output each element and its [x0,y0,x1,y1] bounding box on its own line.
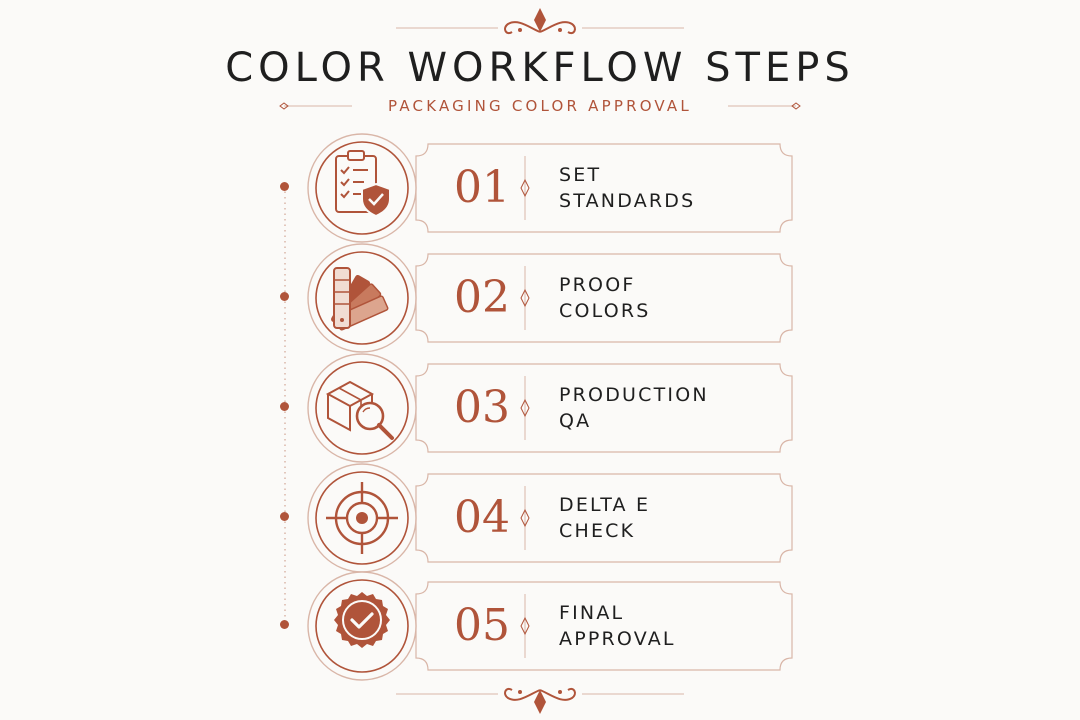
step-number: 04 [454,492,510,543]
timeline-dot-1 [280,182,289,191]
card-frame [415,363,793,453]
step-number: 03 [454,382,510,433]
step-label-line-2: STANDARDS [559,190,696,212]
step-card-2: 02 PROOF COLORS [414,252,794,344]
step-divider [520,156,530,220]
step-icon-3 [306,352,418,464]
step-label: FINAL APPROVAL [559,600,779,652]
step-divider [520,376,530,440]
step-label-line-1: PRODUCTION [559,384,709,406]
step-card-4: 04 DELTA E CHECK [414,472,794,564]
subtitle-rules [279,102,801,110]
subtitle-row: PACKAGING COLOR APPROVAL [0,94,1080,122]
step-number: 05 [454,600,510,651]
step-divider [520,266,530,330]
step-icon-4 [306,462,418,574]
timeline-dot-2 [280,292,289,301]
step-label-line-1: DELTA E [559,494,651,516]
step-icon-2 [306,242,418,354]
step-number: 02 [454,272,510,323]
step-card-5: 05 FINAL APPROVAL [414,580,794,672]
step-card-1: 01 SET STANDARDS [414,142,794,234]
approval-badge-icon [307,571,417,681]
timeline-dot-3 [280,402,289,411]
card-frame [415,253,793,343]
swatch-fan-icon [307,243,417,353]
step-icon-1 [306,132,418,244]
step-card-3: 03 PRODUCTION QA [414,362,794,454]
step-label-line-2: APPROVAL [559,628,676,650]
page-title: COLOR WORKFLOW STEPS [225,45,855,91]
card-frame [415,581,793,671]
bottom-ornament [396,688,684,714]
step-label-line-2: CHECK [559,520,636,542]
step-label: DELTA E CHECK [559,492,779,544]
clipboard-shield-icon [307,133,417,243]
step-divider [520,486,530,550]
step-label: PROOF COLORS [559,272,779,324]
step-divider [520,594,530,658]
card-frame [415,143,793,233]
step-label-line-1: PROOF [559,274,636,296]
step-label: SET STANDARDS [559,162,779,214]
step-label: PRODUCTION QA [559,382,779,434]
step-label-line-1: FINAL [559,602,625,624]
step-label-line-1: SET [559,164,602,186]
page-subtitle: PACKAGING COLOR APPROVAL [388,97,692,115]
step-number: 01 [454,162,510,213]
timeline-dot-5 [280,620,289,629]
step-label-line-2: QA [559,410,592,432]
timeline-dot-4 [280,512,289,521]
box-magnifier-icon [307,353,417,463]
card-frame [415,473,793,563]
step-icon-5 [306,570,418,682]
top-ornament [396,8,684,34]
target-icon [307,463,417,573]
step-label-line-2: COLORS [559,300,651,322]
